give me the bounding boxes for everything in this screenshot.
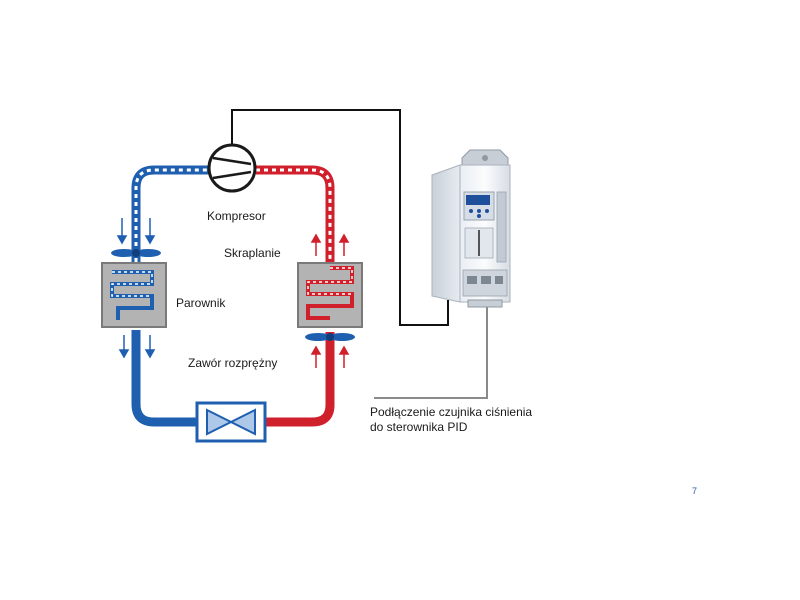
evaporator-label: Parownik	[176, 296, 226, 310]
expansion-line	[131, 330, 198, 427]
control-wire	[231, 109, 449, 326]
liquid-line	[265, 332, 335, 427]
condenser-airflow-arrows	[310, 233, 350, 368]
discharge-pipe	[256, 165, 335, 265]
sensor-note-line1: Podłączenie czujnika ciśnienia	[370, 405, 533, 419]
condenser-label: Skraplanie	[224, 246, 281, 260]
expansion-valve-label: Zawór rozprężny	[188, 356, 278, 370]
suction-pipe	[131, 165, 212, 262]
evaporator-unit	[101, 262, 167, 328]
expansion-valve-symbol	[195, 401, 267, 443]
condenser-unit	[297, 262, 363, 328]
evaporator-airflow-arrows	[116, 218, 156, 359]
condenser-fan-icon	[305, 333, 355, 341]
sensor-lead	[374, 300, 488, 399]
sensor-note-line2: do sterownika PID	[370, 420, 468, 434]
compressor-symbol	[207, 143, 257, 193]
frequency-inverter	[431, 149, 511, 308]
sensor-note: Podłączenie czujnika ciśnienia do sterow…	[370, 405, 532, 435]
evaporator-fan-icon	[111, 249, 161, 257]
page-number: 7	[692, 486, 698, 496]
compressor-label: Kompresor	[207, 209, 266, 223]
